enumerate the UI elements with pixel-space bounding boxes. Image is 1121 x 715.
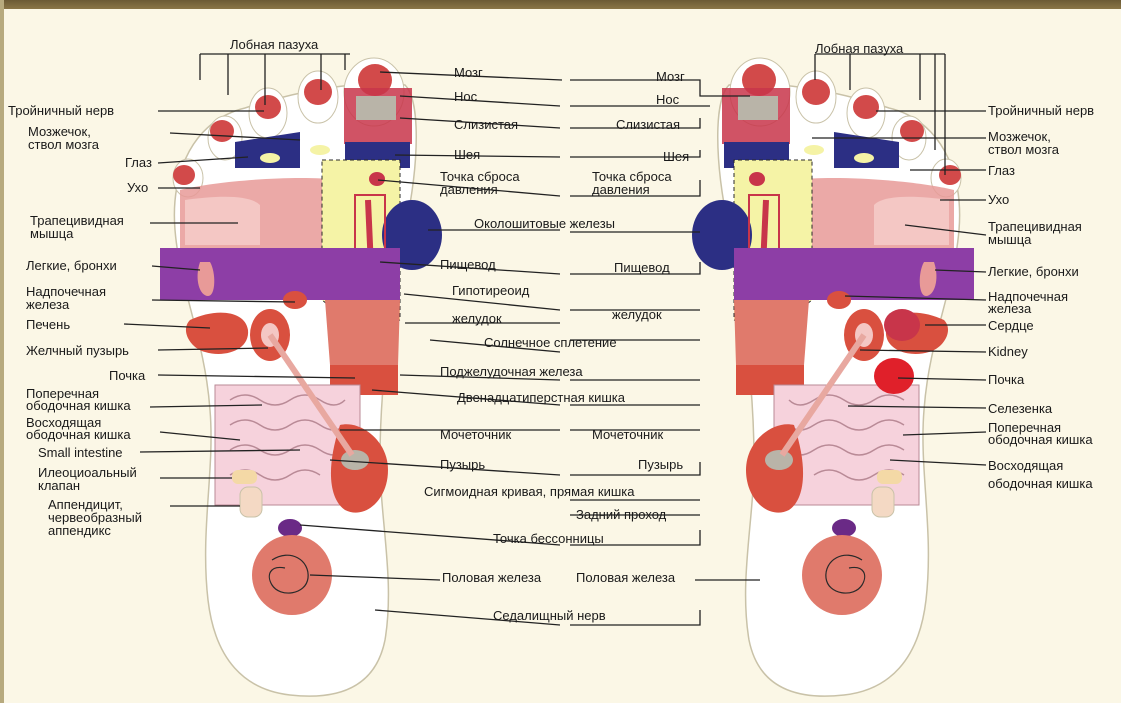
label-sciatic: Седалищный нерв — [493, 609, 606, 622]
label-ureter-right: Мочеточник — [592, 428, 663, 441]
label-duodenum: Двенадцатиперстная кишка — [457, 391, 625, 404]
label-spleen: Селезенка — [988, 402, 1052, 415]
label-esophagus-right: Пищевод — [614, 261, 670, 274]
label-bladder-right: Пузырь — [638, 458, 683, 471]
label-frontal-sinus-right: Лобная пазуха — [815, 42, 903, 55]
label-trigeminal-left: Тройничный нерв — [8, 104, 114, 117]
label-nose-left: Нос — [454, 90, 477, 103]
label-neck-left: Шея — [454, 148, 480, 161]
label-frontal-sinus-left: Лобная пазуха — [230, 38, 318, 51]
label-trapezius-left: Трапецивидная мышца — [30, 214, 124, 240]
label-pressure-point-right: Точка сброса давления — [592, 170, 672, 196]
label-ear-left: Ухо — [127, 181, 148, 194]
label-insomnia: Точка бессонницы — [493, 532, 604, 545]
label-ascending-colon-left: Восходящая ободочная кишка — [26, 417, 131, 441]
label-hypothyroid: Гипотиреоид — [452, 284, 529, 297]
label-kidney-right: Почка — [988, 373, 1024, 386]
label-neck-right: Шея — [663, 150, 689, 163]
label-gallbladder: Желчный пузырь — [26, 344, 129, 357]
label-adrenal-right: Надпочечная железа — [988, 291, 1068, 315]
label-transverse-colon-left: Поперечная ободочная кишка — [26, 388, 131, 412]
label-cerebellum-left: Мозжечок, ствол мозга — [28, 125, 99, 151]
label-liver: Печень — [26, 318, 70, 331]
label-pancreas: Поджелудочная железа — [440, 365, 583, 378]
label-transverse-colon-right: Поперечная ободочная кишка — [988, 422, 1093, 446]
label-ileocecal-valve: Илеоциоальный клапан — [38, 466, 137, 492]
label-stomach-left: желудок — [452, 312, 502, 325]
label-gonad-right: Половая железа — [576, 571, 675, 584]
label-bladder-left: Пузырь — [440, 458, 485, 471]
label-brain-left: Мозг — [454, 66, 483, 79]
label-brain-right: Мозг — [656, 70, 685, 83]
label-eye-right: Глаз — [988, 164, 1015, 177]
label-small-intestine: Small intestine — [38, 446, 123, 459]
label-kidney-en: Kidney — [988, 345, 1028, 358]
label-lungs-right: Легкие, бронхи — [988, 265, 1079, 278]
label-lungs-left: Легкие, бронхи — [26, 259, 117, 272]
label-solar-plexus: Солнечное сплетение — [484, 336, 617, 349]
label-cerebellum-right: Мозжечок, ствол мозга — [988, 130, 1059, 156]
label-mucosa-left: Слизистая — [454, 118, 518, 131]
label-trapezius-right: Трапецивидная мышца — [988, 220, 1082, 246]
label-eye-left: Глаз — [125, 156, 152, 169]
label-anus: Задний проход — [576, 508, 666, 521]
label-nose-right: Нос — [656, 93, 679, 106]
label-mucosa-right: Слизистая — [616, 118, 680, 131]
label-parathyroid: Околошитовые железы — [474, 217, 615, 230]
label-gonad-left: Половая железа — [442, 571, 541, 584]
label-esophagus-left: Пищевод — [440, 258, 496, 271]
label-ear-right: Ухо — [988, 193, 1009, 206]
label-trigeminal-right: Тройничный нерв — [988, 104, 1094, 117]
label-stomach-right: желудок — [612, 308, 662, 321]
label-sigmoid: Сигмоидная кривая, прямая кишка — [424, 485, 634, 498]
label-appendix: Аппендицит, червеобразный аппендикс — [48, 498, 142, 537]
label-pressure-point-left: Точка сброса давления — [440, 170, 520, 196]
right-foot — [692, 58, 974, 696]
label-kidney-left: Почка — [109, 369, 145, 382]
label-heart: Сердце — [988, 319, 1034, 332]
label-ascending-colon-right: Восходящая ободочная кишка — [988, 457, 1093, 493]
label-adrenal-left: Надпочечная железа — [26, 285, 106, 311]
label-ureter-left: Мочеточник — [440, 428, 511, 441]
